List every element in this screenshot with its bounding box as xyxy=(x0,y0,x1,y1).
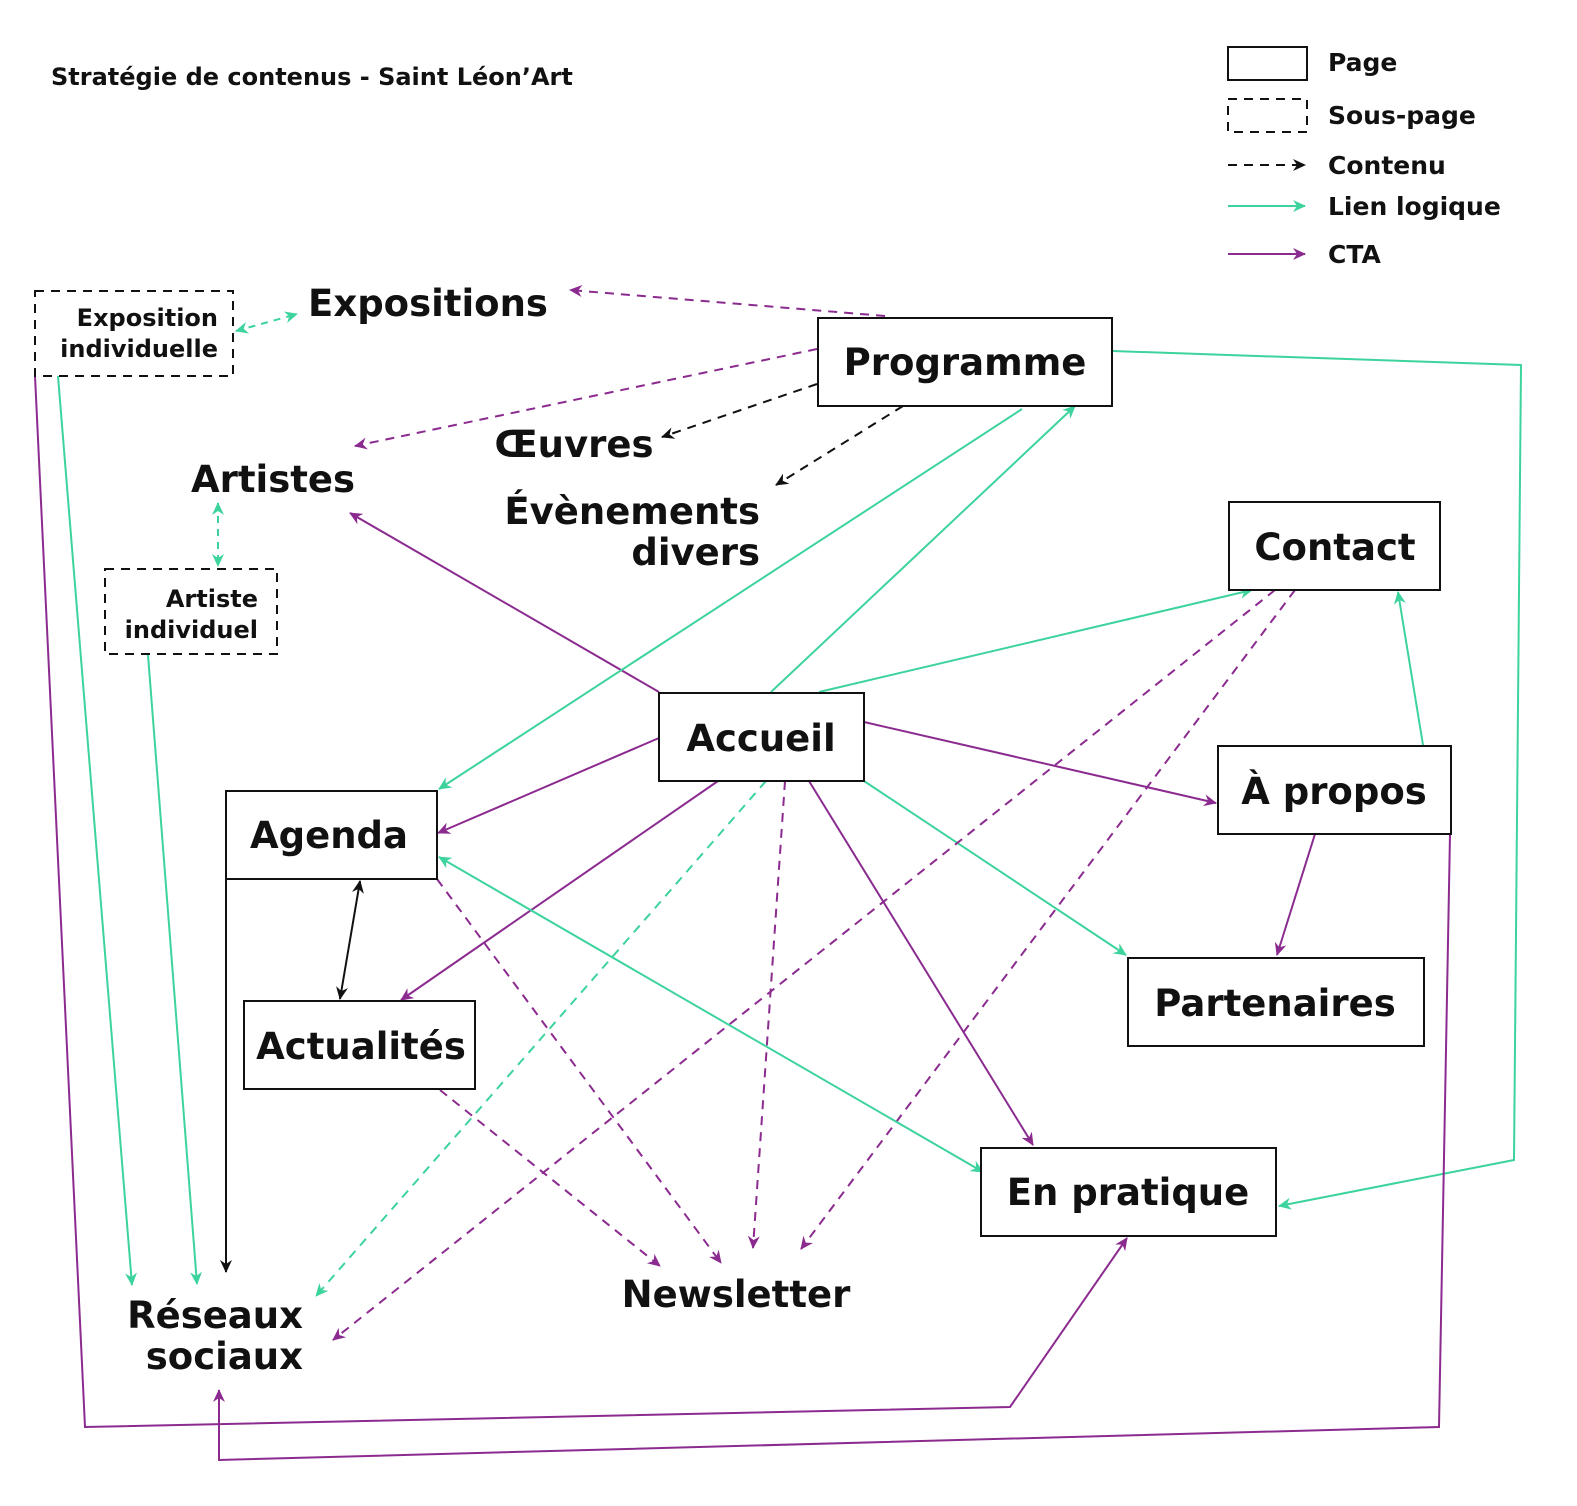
edge-accueil-agenda xyxy=(437,737,660,834)
programme-box xyxy=(817,317,1113,407)
actualites-box xyxy=(243,1000,476,1090)
en-pratique-box xyxy=(980,1147,1277,1237)
a-propos-box xyxy=(1217,745,1452,835)
oeuvres-label: Œuvres xyxy=(494,423,653,466)
newsletter-label: Newsletter xyxy=(622,1273,852,1316)
evenements-divers-label-line1: Évènements xyxy=(504,489,760,533)
node-accueil: Accueil xyxy=(658,692,865,782)
legend: Page Sous-page Contenu Lien logique CTA xyxy=(1227,46,1501,269)
agenda-box xyxy=(225,790,438,880)
actualites-label: Actualités xyxy=(256,1025,466,1068)
expositions-label: Expositions xyxy=(308,282,548,325)
edge-agenda-en-pratique xyxy=(438,856,984,1173)
edge-agenda-actualites xyxy=(336,880,364,1000)
node-actualites: Actualités xyxy=(243,1000,476,1090)
edge-artiste-individuel-reseaux xyxy=(147,654,203,1285)
edge-programme-agenda xyxy=(438,408,1023,790)
exposition-individuelle-label-line2: individuelle xyxy=(60,335,218,363)
legend-subpage-label: Sous-page xyxy=(1328,101,1476,130)
edge-programme-evenements xyxy=(775,405,904,486)
reseaux-sociaux-label-line2: sociaux xyxy=(146,1335,303,1378)
en-pratique-label: En pratique xyxy=(1007,1171,1250,1214)
node-partenaires: Partenaires xyxy=(1127,957,1425,1047)
artiste-individuel-box xyxy=(104,568,278,655)
edge-programme-en-pratique xyxy=(1111,350,1523,1210)
accueil-label: Accueil xyxy=(686,717,835,760)
a-propos-label: À propos xyxy=(1241,769,1427,813)
node-exposition-individuelle: Exposition individuelle xyxy=(34,290,234,377)
edge-exposition-individuelle-en-pratique xyxy=(34,375,1128,1429)
legend-logical-link-label: Lien logique xyxy=(1328,192,1501,221)
legend-page-label: Page xyxy=(1328,48,1397,77)
edge-accueil-partenaires xyxy=(863,780,1127,956)
edge-a-propos-partenaires xyxy=(1274,833,1316,956)
edge-contact-reseaux xyxy=(332,589,1276,1341)
exposition-individuelle-label-line1: Exposition xyxy=(77,304,218,332)
edge-agenda-newsletter xyxy=(436,878,722,1264)
artiste-individuel-label-line1: Artiste xyxy=(166,585,258,613)
diagram-title: Stratégie de contenus - Saint Léon’Art xyxy=(51,63,573,91)
edge-accueil-a-propos xyxy=(863,721,1217,807)
exposition-individuelle-box xyxy=(34,290,234,377)
legend-subpage-swatch xyxy=(1227,98,1308,133)
legend-content-label: Contenu xyxy=(1328,151,1446,180)
partenaires-label: Partenaires xyxy=(1154,982,1395,1025)
reseaux-sociaux-label-line1: Réseaux xyxy=(127,1294,303,1337)
edge-programme-expositions xyxy=(569,285,886,317)
edge-accueil-newsletter xyxy=(747,780,786,1249)
node-artiste-individuel: Artiste individuel xyxy=(104,568,278,655)
edges xyxy=(34,285,1523,1462)
artiste-individuel-label-line2: individuel xyxy=(125,616,258,644)
legend-page-swatch xyxy=(1227,46,1308,81)
edge-actualites-newsletter xyxy=(439,1089,661,1267)
accueil-box xyxy=(658,692,865,782)
node-contact: Contact xyxy=(1228,501,1441,591)
node-agenda: Agenda xyxy=(225,790,438,880)
node-en-pratique: En pratique xyxy=(980,1147,1277,1237)
contact-label: Contact xyxy=(1254,526,1415,569)
artistes-label: Artistes xyxy=(191,458,355,501)
edge-exposition-individuelle-reseaux xyxy=(57,375,138,1286)
edge-exposition-individuelle-expositions xyxy=(235,311,298,334)
partenaires-box xyxy=(1127,957,1425,1047)
node-programme: Programme xyxy=(817,317,1113,407)
contact-box xyxy=(1228,501,1441,591)
edge-a-propos-reseaux xyxy=(213,833,1451,1462)
evenements-divers-label-line2: divers xyxy=(631,531,760,574)
agenda-label: Agenda xyxy=(250,814,408,857)
programme-label: Programme xyxy=(844,341,1087,384)
legend-cta-label: CTA xyxy=(1328,240,1381,269)
edge-accueil-artistes xyxy=(349,512,660,693)
edge-programme-oeuvres xyxy=(661,383,818,439)
node-a-propos: À propos xyxy=(1217,745,1452,835)
edge-accueil-programme xyxy=(770,405,1076,693)
edge-accueil-contact xyxy=(818,586,1253,693)
edge-a-propos-contact xyxy=(1394,591,1424,746)
